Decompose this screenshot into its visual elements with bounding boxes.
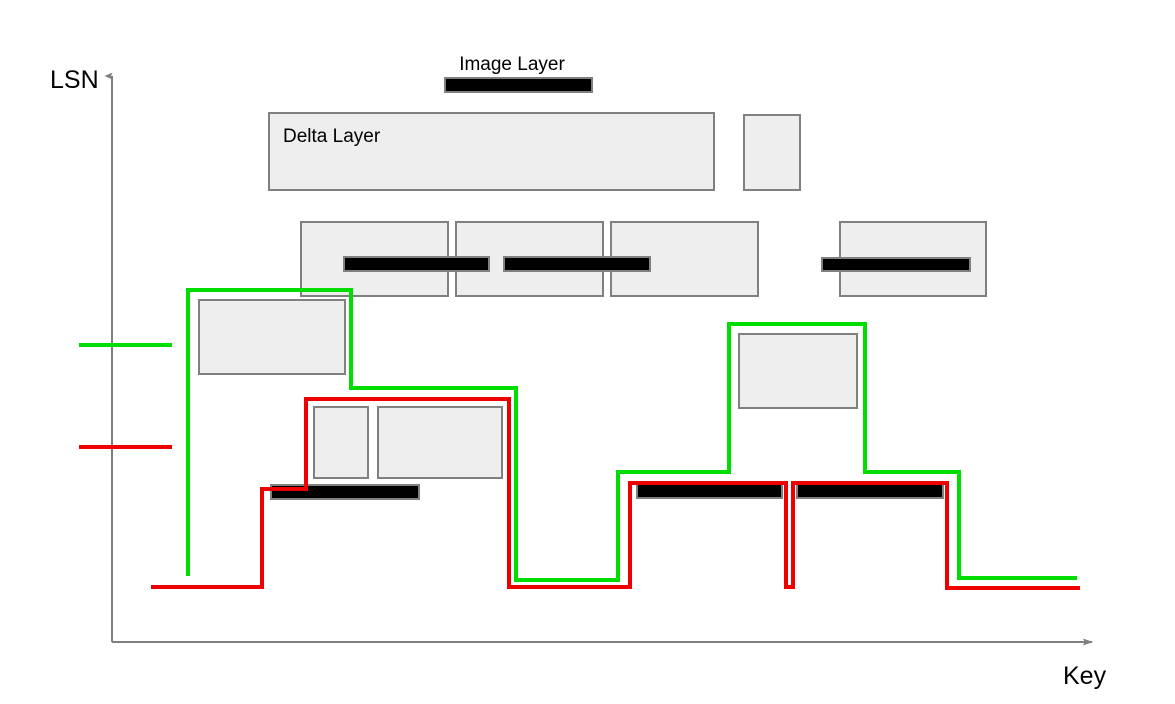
red-step-box-small-shape [313, 406, 369, 479]
bottom-bar-1-shape [636, 483, 783, 499]
legend-ticks-group [79, 343, 172, 449]
row2-bar-2 [503, 256, 651, 272]
row2-bar-3 [821, 257, 971, 272]
green-step-box-left-shape [198, 299, 346, 375]
red-step-box-wide [377, 406, 503, 479]
bottom-bar-2 [796, 483, 944, 499]
bottom-bar-1 [636, 483, 783, 499]
image-layer-bar-shape [444, 77, 593, 93]
red-step-line [151, 397, 1080, 590]
red-step-box-small [313, 406, 369, 479]
green-step-line [186, 288, 1077, 582]
row2-bar-1-shape [343, 256, 490, 272]
green-step-box-right-shape [738, 333, 858, 409]
x-axis-label: Key [1063, 662, 1107, 690]
y-axis-label: LSN [50, 66, 99, 94]
red-step-box-wide-shape [377, 406, 503, 479]
row2-bar-3-shape [821, 257, 971, 272]
delta-layer-box-label: Delta Layer [283, 126, 381, 147]
delta-layer-box-right-shape [743, 114, 801, 191]
bottom-bar-2-shape [796, 483, 944, 499]
row2-bar-1 [343, 256, 490, 272]
delta-layer-box-shape [268, 112, 715, 191]
step-lines-group [151, 288, 1080, 590]
image-layer-bar [444, 77, 593, 93]
row2-bar-2-shape [503, 256, 651, 272]
layer-boxes-group: Delta Layer [198, 77, 987, 500]
green-step-box-left [198, 299, 346, 375]
image-layer-caption: Image Layer [459, 54, 565, 75]
green-step-box-right [738, 333, 858, 409]
delta-layer-box-right [743, 114, 801, 191]
delta-layer-box: Delta Layer [268, 112, 715, 191]
caption-group: Image Layer [459, 54, 565, 75]
axes-group: LSN Key [50, 66, 1107, 690]
